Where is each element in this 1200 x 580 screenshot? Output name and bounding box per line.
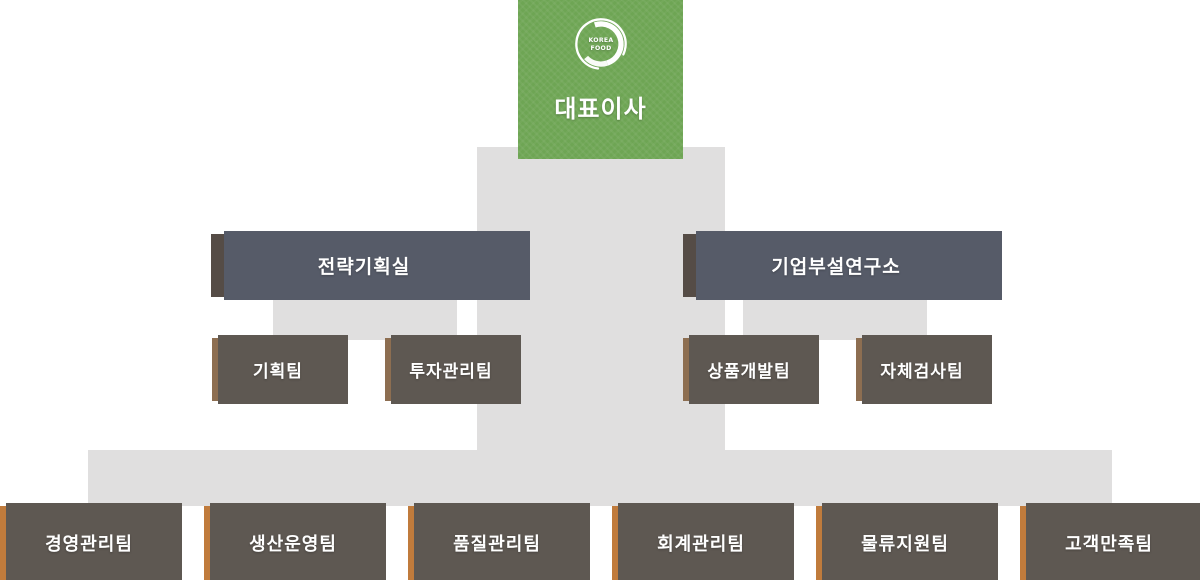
node-accounting-management-team-label: 회계관리팀 (657, 534, 745, 555)
node-production-operations-team: 생산운영팀 (204, 503, 386, 580)
node-corporate-research-institute: 기업부설연구소 (683, 231, 1002, 300)
node-customer-satisfaction-team-label: 고객만족팀 (1065, 534, 1153, 555)
node-planning-team: 기획팀 (212, 335, 348, 404)
node-customer-satisfaction-team: 고객만족팀 (1020, 503, 1200, 580)
node-quality-control-team-label: 품질관리팀 (453, 534, 541, 555)
node-strategic-planning-office: 전략기획실 (211, 231, 530, 300)
node-product-development-team-label: 상품개발팀 (707, 362, 791, 382)
node-internal-inspection-team: 자체검사팀 (856, 335, 992, 404)
node-strategic-planning-office-label: 전략기획실 (317, 256, 411, 278)
node-investment-management-team-label: 투자관리팀 (409, 362, 493, 382)
node-corporate-research-institute-label: 기업부설연구소 (771, 256, 901, 278)
node-ceo-label: 대표이사 (554, 95, 647, 123)
node-management-admin-team-label: 경영관리팀 (45, 534, 133, 555)
node-quality-control-team: 품질관리팀 (408, 503, 590, 580)
node-product-development-team: 상품개발팀 (683, 335, 819, 404)
node-logistics-support-team: 물류지원팀 (816, 503, 998, 580)
node-management-admin-team: 경영관리팀 (0, 503, 182, 580)
connector-bottom-rail (88, 450, 1112, 506)
korea-food-logo: KOREA FOOD (574, 18, 627, 70)
connector-left-branch (273, 298, 457, 340)
logo-text-line2: FOOD (590, 45, 611, 52)
node-investment-management-team: 투자관리팀 (385, 335, 521, 404)
node-internal-inspection-team-label: 자체검사팀 (880, 362, 964, 382)
node-planning-team-label: 기획팀 (253, 362, 303, 382)
node-ceo: KOREA FOOD 대표이사 (518, 0, 683, 159)
node-logistics-support-team-label: 물류지원팀 (861, 534, 949, 555)
connector-right-branch (743, 298, 927, 340)
logo-text-line1: KOREA (588, 37, 613, 44)
node-production-operations-team-label: 생산운영팀 (249, 534, 337, 555)
node-accounting-management-team: 회계관리팀 (612, 503, 794, 580)
